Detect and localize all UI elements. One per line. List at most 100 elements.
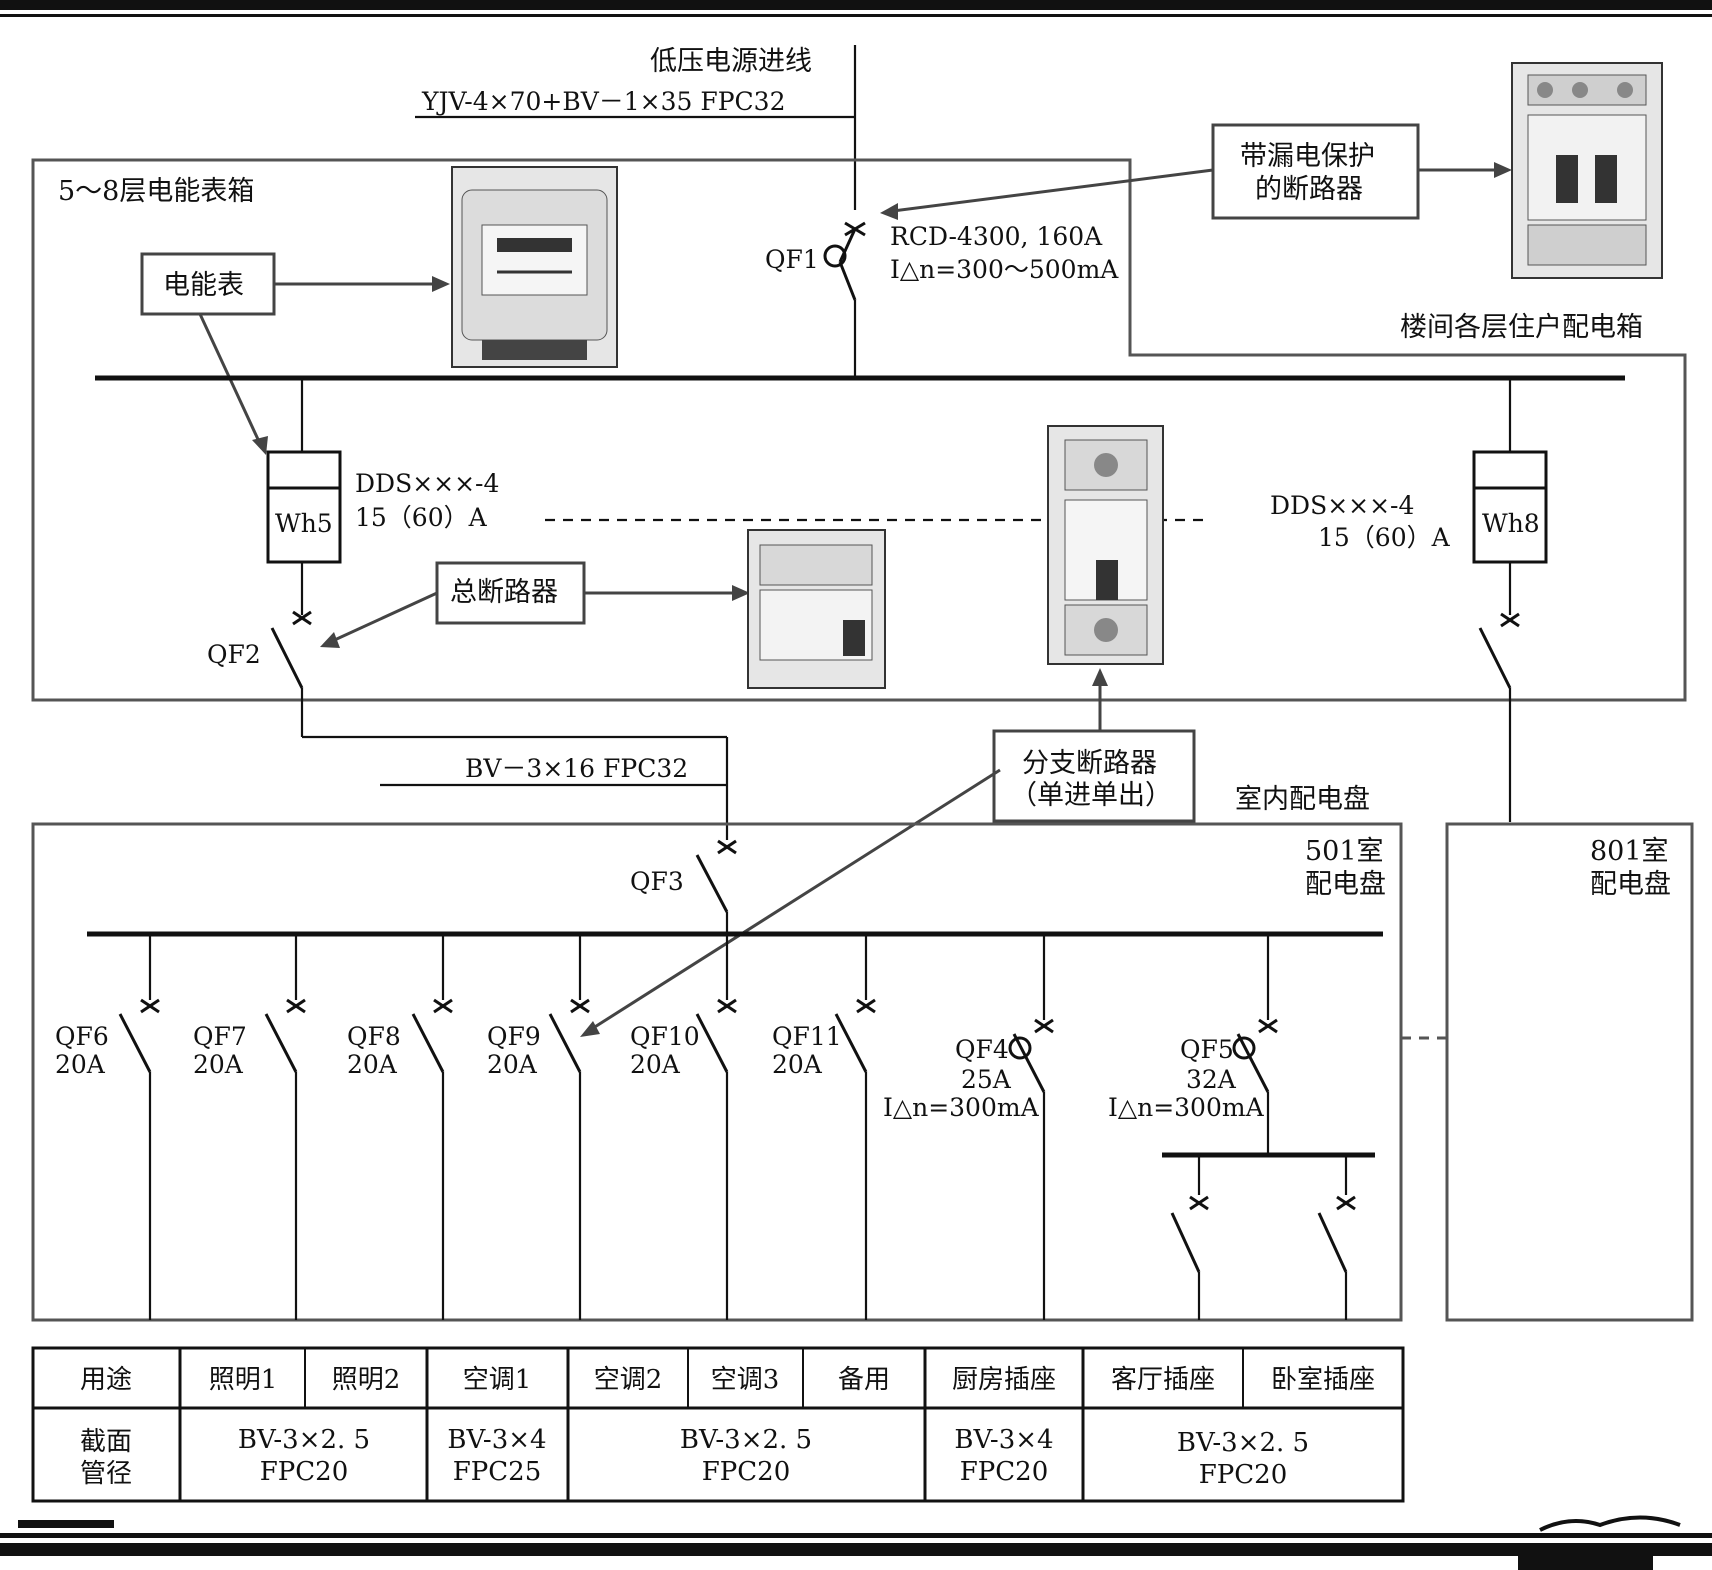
wh5-spec-2: 15（60）A [355, 503, 488, 532]
qf1-spec: RCD-4300, 160A [890, 222, 1103, 251]
breaker-name: QF8 [347, 1022, 401, 1051]
breaker-rating: 20A [193, 1050, 244, 1079]
table-use-header: 用途 [80, 1365, 132, 1395]
breaker-name: QF9 [487, 1022, 541, 1051]
breaker-rating: 20A [487, 1050, 538, 1079]
table-spec-cell: FPC20 [702, 1457, 791, 1487]
main-breaker-photo [747, 529, 886, 689]
table-use-cell: 空调3 [711, 1365, 780, 1395]
breaker-name: QF7 [193, 1022, 247, 1051]
wh5-spec-1: DDS×××-4 [355, 469, 499, 498]
table-use-cell: 厨房插座 [952, 1365, 1056, 1395]
floor-boxes-label: 楼间各层住户配电箱 [1400, 312, 1643, 343]
wh5-meter [266, 378, 342, 615]
bottom-tab [1518, 1556, 1653, 1570]
panel-801-title-2: 配电盘 [1590, 869, 1671, 900]
top-border [0, 0, 1712, 10]
callout-branch-line1: 分支断路器 [1022, 748, 1157, 779]
qf1-label: QF1 [765, 245, 819, 274]
meter-box-frame [31, 158, 1687, 702]
panel-801-frame [1445, 822, 1694, 1322]
table-use-cell: 照明2 [332, 1365, 401, 1395]
table-spec-cell: FPC25 [453, 1457, 542, 1487]
wh8-label: Wh8 [1482, 509, 1540, 538]
qf1-breaker [823, 221, 866, 378]
callout-meter-box [140, 252, 276, 316]
branch-breaker-photo [1047, 425, 1164, 665]
table-use-cell: 空调1 [463, 1365, 532, 1395]
breaker-rating: 20A [347, 1050, 398, 1079]
incoming-feed: 低压电源进线 YJV-4×70+BV－1×35 FPC32 [415, 45, 857, 210]
wh8-spec-2: 15（60）A [1318, 523, 1451, 552]
table-spec-cell: BV-3×2. 5 [680, 1425, 812, 1455]
breaker-rating: 32A [1186, 1065, 1237, 1094]
bottom-mark [18, 1520, 114, 1528]
callout-branch-box [992, 729, 1196, 823]
table-spec-cell: FPC20 [1199, 1460, 1288, 1490]
table-use-cell: 客厅插座 [1111, 1365, 1215, 1395]
callout-rcd-line2: 的断路器 [1255, 174, 1363, 205]
table-spec-cell: BV-3×4 [954, 1425, 1053, 1455]
bottom-ornament [1539, 1515, 1681, 1532]
qf2-breaker [270, 610, 729, 840]
callout-branch-line2: （单进单出） [1010, 780, 1172, 811]
table-spec-cell: BV-3×4 [447, 1425, 546, 1455]
breaker-rating: 20A [772, 1050, 823, 1079]
incoming-cable: YJV-4×70+BV－1×35 FPC32 [421, 87, 786, 116]
breaker-name: QF6 [55, 1022, 109, 1051]
callout-meter-label: 电能表 [163, 270, 244, 301]
breaker-leak-current: I△n=300mA [883, 1093, 1040, 1122]
breaker-name: QF5 [1180, 1035, 1234, 1064]
callout-rcd-line1: 带漏电保护 [1240, 141, 1375, 172]
panel-501-title-2: 配电盘 [1305, 869, 1386, 900]
top-border-line [0, 14, 1712, 17]
energy-meter-photo [451, 166, 618, 368]
feeder-cable: BV－3×16 FPC32 [465, 754, 688, 783]
table-spec-cell: FPC20 [960, 1457, 1049, 1487]
rcd-breaker-photo [1511, 62, 1663, 279]
table-use-cell: 空调2 [594, 1365, 663, 1395]
breaker-rating: 20A [55, 1050, 106, 1079]
bottom-border-line [0, 1533, 1712, 1538]
circuit-table [31, 1346, 1405, 1503]
breaker-name: QF10 [630, 1022, 700, 1051]
wh8-spec-1: DDS×××-4 [1270, 491, 1414, 520]
table-spec-header-2: 管径 [80, 1459, 132, 1489]
callout-rcd-arrow-left [884, 168, 1214, 214]
callout-main-label: 总断路器 [450, 577, 558, 608]
qf3-label: QF3 [630, 867, 684, 896]
breaker-leak-current: I△n=300mA [1108, 1093, 1265, 1122]
table-spec-cell: FPC20 [260, 1457, 349, 1487]
breaker-rating: 20A [630, 1050, 681, 1079]
branch-circuits: QF620AQF720AQF820AQF920AQF1020AQF1120AQF… [55, 934, 1278, 1320]
panel-501-title-1: 501室 [1305, 836, 1384, 867]
wh8-breaker [1478, 612, 1520, 822]
panel-501-frame [31, 822, 1403, 1322]
table-use-cell: 卧室插座 [1271, 1365, 1375, 1395]
bottom-border [0, 1543, 1712, 1556]
qf5-sub-bus [1162, 1152, 1375, 1320]
indoor-panel-label: 室内配电盘 [1235, 784, 1370, 815]
panel-801-title-1: 801室 [1590, 836, 1669, 867]
wh5-label: Wh5 [275, 509, 333, 538]
incoming-title: 低压电源进线 [650, 46, 812, 77]
breaker-name: QF4 [955, 1035, 1009, 1064]
meter-box-title: 5～8层电能表箱 [58, 176, 254, 207]
wh8-meter [1472, 378, 1548, 615]
qf1-current: I△n=300～500mA [890, 255, 1119, 284]
qf2-label: QF2 [207, 640, 261, 669]
table-spec-header-1: 截面 [80, 1427, 132, 1457]
table-use-cell: 照明1 [209, 1365, 278, 1395]
table-spec-cell: BV-3×2. 5 [1177, 1428, 1309, 1458]
table-text: 用途 照明1 照明2 空调1 空调2 空调3 备用 厨房插座 客厅插座 卧室插座… [80, 1365, 1375, 1490]
table-use-cell: 备用 [838, 1365, 890, 1395]
